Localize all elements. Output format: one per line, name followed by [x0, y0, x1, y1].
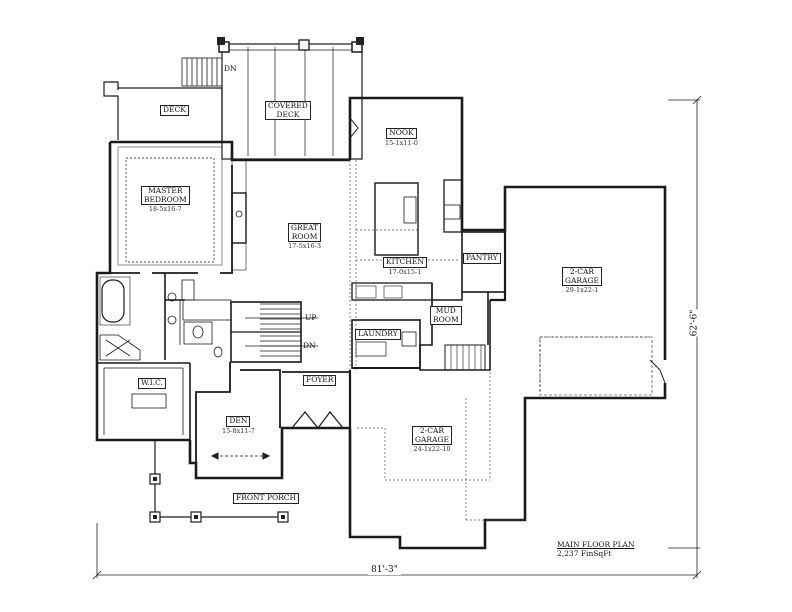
room-mud-room: MUD ROOM	[430, 306, 462, 325]
front-porch	[149, 440, 289, 523]
room-mud-room-name: MUD ROOM	[433, 306, 459, 324]
room-great-room-dim: 17-5x16-3	[288, 242, 321, 250]
room-wic: W.I.C.	[138, 378, 166, 389]
stair-dn-label-top: DN	[224, 64, 237, 73]
room-garage-large-name: 2-CAR GARAGE	[562, 267, 602, 286]
room-kitchen-dim: 17-0x15-1	[388, 267, 422, 276]
room-laundry: LAUNDRY	[355, 329, 401, 340]
kitchen-counters	[351, 179, 463, 301]
kitchen-island	[374, 182, 419, 256]
garage-door-right	[539, 336, 653, 396]
room-nook-dim: 15-1x11-0	[385, 138, 418, 147]
stair-dn-label: DN	[303, 341, 316, 350]
room-kitchen-name: KITCHEN	[383, 257, 427, 268]
room-wic-name: W.I.C.	[141, 378, 163, 387]
room-covered-deck: COVERED DECK	[265, 101, 311, 120]
room-master-bedroom-name: MASTER BEDROOM	[141, 186, 190, 205]
deck-stair	[181, 57, 223, 87]
room-great-room: GREAT ROOM 17-5x16-3	[288, 223, 322, 251]
laundry-walls	[351, 319, 421, 369]
exterior-walls	[95, 96, 667, 550]
shower	[99, 334, 141, 361]
covered-deck-frame	[217, 37, 364, 160]
room-master-bedroom-dim: 18-5x16-7	[148, 205, 182, 213]
stair-core	[230, 301, 318, 363]
room-den: DEN 15-8x11-7	[222, 416, 255, 435]
room-laundry-name: LAUNDRY	[358, 329, 398, 338]
room-kitchen: KITCHEN 17-0x15-1	[383, 257, 427, 276]
room-den-name: DEN	[226, 416, 251, 427]
overall-width-dimension: 81'-3"	[368, 565, 401, 575]
room-garage-large: 2-CAR GARAGE 29-1x22-1	[562, 267, 602, 295]
room-garage-small-name: 2-CAR GARAGE	[412, 426, 452, 445]
plan-area: 2,237 FinSqFt	[557, 549, 612, 558]
room-great-room-name: GREAT ROOM	[288, 223, 322, 242]
room-nook-name: NOOK	[386, 128, 417, 139]
room-front-porch: FRONT PORCH	[233, 493, 300, 504]
dashed-divisions	[349, 160, 650, 521]
deck-outline	[103, 81, 223, 142]
fireplace	[231, 159, 247, 271]
plan-title: MAIN FLOOR PLAN	[557, 540, 635, 549]
dimension-lines	[92, 95, 702, 580]
room-garage-small: 2-CAR GARAGE 24-1x22-10	[412, 426, 452, 454]
nook-bay	[349, 117, 666, 384]
room-den-dim: 15-8x11-7	[222, 426, 255, 435]
overall-depth-dimension: 62'-6"	[689, 309, 700, 337]
stair-up-label: UP	[305, 313, 317, 322]
room-foyer-name: FOYER	[306, 375, 334, 384]
master-bath	[97, 273, 232, 440]
wic	[103, 367, 184, 435]
room-deck-name: DECK	[163, 105, 186, 114]
plan-caption: MAIN FLOOR PLAN 2,237 FinSqFt	[557, 540, 635, 558]
room-deck: DECK	[160, 105, 189, 116]
room-garage-large-dim: 29-1x22-1	[565, 286, 599, 294]
room-pantry: PANTRY	[463, 253, 501, 264]
bathtub	[101, 279, 125, 323]
room-master-bedroom: MASTER BEDROOM 18-5x16-7	[141, 186, 190, 214]
toilet	[192, 325, 204, 339]
room-covered-deck-name: COVERED DECK	[268, 101, 308, 119]
room-nook: NOOK 15-1x11-0	[385, 128, 418, 147]
master-bedroom-walls	[110, 146, 233, 274]
room-pantry-name: PANTRY	[466, 253, 498, 262]
garage-walls	[348, 230, 507, 428]
room-foyer: FOYER	[303, 375, 337, 386]
room-front-porch-name: FRONT PORCH	[236, 493, 297, 502]
foyer-den-walls	[195, 362, 350, 478]
room-garage-small-dim: 24-1x22-10	[413, 445, 451, 453]
